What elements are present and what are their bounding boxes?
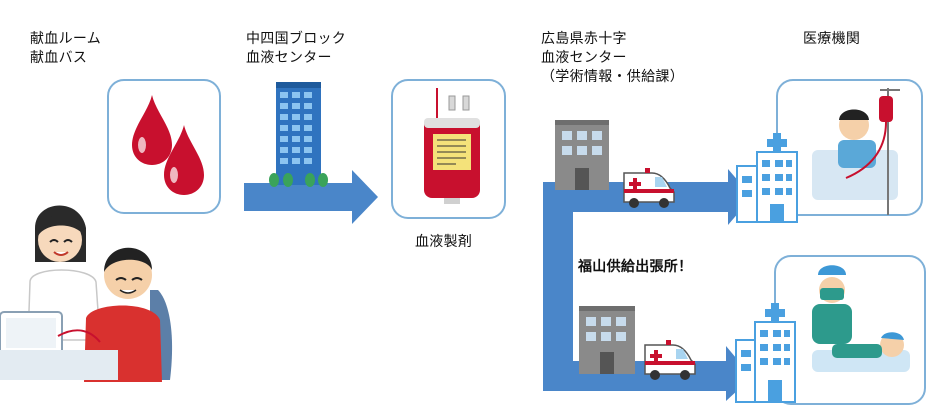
- ambulance-icon: [623, 168, 675, 208]
- label-fukuyama-branch: 福山供給出張所！: [578, 259, 693, 275]
- label-block-center: 中四国ブロック 血液センター: [246, 31, 347, 66]
- blood-drop-icon: [164, 125, 204, 195]
- patient-icon: [812, 332, 910, 372]
- arrow-to-hospital-bottom: [543, 197, 752, 401]
- blood-drop-frame: [107, 79, 221, 214]
- patient-icon: [812, 88, 900, 215]
- hospital-icon: [735, 303, 796, 403]
- blood-drop-icon: [132, 95, 172, 165]
- gray-building-icon: [555, 120, 609, 190]
- hospital-icon: [736, 133, 798, 223]
- label-blood-product: 血液製剤: [415, 234, 473, 250]
- ambulance-icon: [644, 340, 696, 380]
- label-donation-room: 献血ルーム 献血バス: [30, 31, 102, 66]
- gray-building-icon: [579, 306, 635, 374]
- blood-bag-icon: [424, 88, 480, 204]
- hospital-frame-bottom: [735, 255, 926, 405]
- office-building-icon: [269, 82, 328, 187]
- donation-scene: [0, 205, 173, 382]
- label-medical-institution: 医療機関: [803, 31, 861, 47]
- surgeon-icon: [812, 265, 852, 344]
- hospital-frame-top: [736, 79, 923, 223]
- label-hiroshima-center: 広島県赤十字 血液センター （学術情報・供給課）: [541, 31, 684, 85]
- blood-bag-frame: [391, 79, 506, 219]
